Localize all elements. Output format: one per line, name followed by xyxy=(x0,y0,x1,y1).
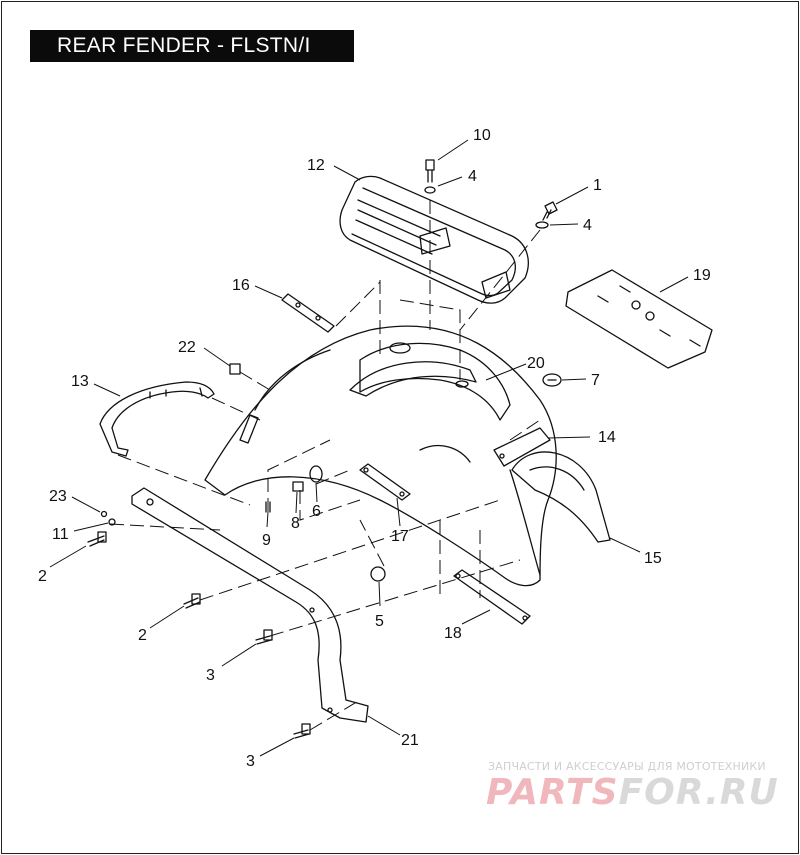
part-clip-7 xyxy=(542,373,562,387)
part-stiffener-20 xyxy=(349,361,477,397)
callout-3: 3 xyxy=(206,667,215,684)
callout-7: 7 xyxy=(591,372,600,389)
watermark-caption: ЗАПЧАСТИ И АКСЕССУАРЫ ДЛЯ МОТОТЕХНИКИ xyxy=(488,760,766,773)
callout-5: 5 xyxy=(375,613,384,630)
part-washer-5 xyxy=(370,566,386,582)
part-template-plate xyxy=(565,269,713,369)
part-screw-23 xyxy=(100,510,108,518)
part-nut-22 xyxy=(229,363,241,375)
leader-lines xyxy=(49,139,689,757)
part-stud-9 xyxy=(265,501,271,513)
part-bolt-2a xyxy=(87,531,107,547)
part-bolt-10 xyxy=(425,159,435,183)
callouts: 10 4 12 1 4 19 16 22 20 7 13 14 23 11 9 … xyxy=(38,127,711,770)
callout-16: 16 xyxy=(232,277,250,294)
callout-11: 11 xyxy=(52,526,69,543)
part-bolt-3a xyxy=(255,629,273,645)
part-luggage-rack xyxy=(339,175,529,304)
part-bracket-16 xyxy=(281,293,335,333)
callout-2: 2 xyxy=(138,627,147,644)
callout-9: 9 xyxy=(262,532,271,549)
part-bolt-1 xyxy=(542,201,558,221)
callout-19: 19 xyxy=(693,267,711,284)
part-bolt-2b xyxy=(183,593,201,609)
callout-23: 23 xyxy=(49,488,67,505)
part-handrail xyxy=(99,381,215,457)
part-washer-6 xyxy=(309,465,323,483)
watermark-logo: PARTSFOR.RU xyxy=(486,772,779,813)
callout-4: 4 xyxy=(468,168,477,185)
callout-20: 20 xyxy=(527,355,545,372)
part-support-rail xyxy=(131,487,369,723)
callout-4: 4 xyxy=(583,217,592,234)
watermark-logo-part1: PARTS xyxy=(486,772,619,813)
callout-13: 13 xyxy=(71,373,89,390)
part-washer-4a xyxy=(424,186,436,194)
part-washer-11 xyxy=(108,518,116,526)
part-strap-18 xyxy=(453,569,531,625)
callout-6: 6 xyxy=(312,503,321,520)
part-nut-8 xyxy=(292,481,304,492)
assembly-lines xyxy=(109,200,541,731)
callout-10: 10 xyxy=(473,127,491,144)
callout-2: 2 xyxy=(38,568,47,585)
callout-14: 14 xyxy=(598,429,616,446)
callout-21: 21 xyxy=(401,732,419,749)
callout-8: 8 xyxy=(291,515,300,532)
callout-3: 3 xyxy=(246,753,255,770)
part-bar-17 xyxy=(359,463,411,501)
part-bracket-14 xyxy=(493,427,551,467)
watermark-logo-part2: FOR.RU xyxy=(618,772,779,813)
callout-22: 22 xyxy=(178,339,196,356)
part-bolt-3b xyxy=(293,723,311,739)
page-title: REAR FENDER - FLSTN/I xyxy=(30,30,354,62)
callout-12: 12 xyxy=(307,157,325,174)
part-light-housing xyxy=(511,451,611,543)
callout-17: 17 xyxy=(391,528,409,545)
callout-18: 18 xyxy=(444,625,462,642)
callout-1: 1 xyxy=(593,177,602,194)
callout-15: 15 xyxy=(644,550,662,567)
part-washer-4b xyxy=(535,221,549,229)
